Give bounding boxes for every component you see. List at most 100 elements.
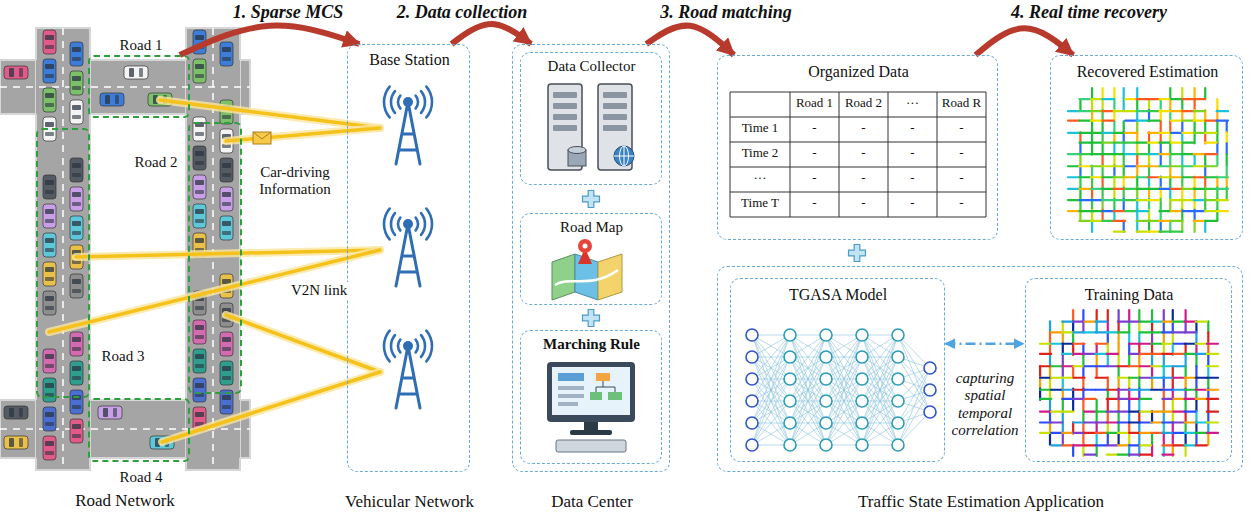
v2n-beam (226, 128, 380, 141)
road-segment (1101, 143, 1103, 154)
network-neuron (856, 329, 868, 341)
signal-arc (384, 87, 390, 118)
car-window (45, 441, 54, 446)
road-segment (1163, 321, 1165, 332)
car-window (45, 74, 54, 78)
network-neuron (820, 395, 832, 407)
base-station-tower (384, 87, 432, 164)
car-body (4, 66, 28, 79)
network-neuron (892, 417, 904, 429)
car-body (220, 187, 233, 211)
road-segment (1226, 121, 1228, 132)
plus-sign (583, 191, 600, 208)
road-segment (1128, 377, 1130, 388)
car-body (193, 204, 206, 228)
road-segment (1148, 221, 1150, 232)
road-segment (1217, 110, 1228, 112)
car-window (195, 74, 204, 78)
road-segment (1140, 453, 1151, 455)
road-segment (1172, 400, 1174, 411)
road-segment (1194, 210, 1205, 212)
server-slot (603, 125, 627, 131)
road-segment (1137, 199, 1148, 201)
dashed-panel: TGASA Model (730, 278, 945, 462)
car-window (195, 209, 204, 214)
road-segment (1207, 332, 1209, 343)
road-segment (1073, 343, 1084, 345)
table-rule (937, 92, 938, 217)
road-segment (1125, 165, 1136, 167)
network-neuron (924, 362, 936, 374)
road-segment (1125, 98, 1136, 100)
road-segment (1073, 421, 1084, 423)
road-segment (1051, 365, 1062, 367)
road-segment (1073, 331, 1084, 333)
map-pin (578, 239, 592, 253)
road-segment (1039, 366, 1041, 377)
road-segment (1195, 434, 1197, 445)
road-segment (1174, 331, 1185, 333)
road-segment (1107, 453, 1118, 455)
road-segment-box: Road 4 (88, 398, 190, 462)
map-pin-hole (583, 244, 588, 249)
road-segment (1102, 98, 1113, 100)
road-segment (1163, 355, 1165, 366)
road-segment (1136, 99, 1138, 110)
road-segment (1128, 355, 1130, 366)
car-window (222, 173, 231, 177)
table-cell: - (790, 121, 839, 136)
network-neuron (746, 329, 758, 341)
road-segment (1096, 353, 1107, 355)
road-segment (1091, 98, 1102, 100)
road-segment (1182, 142, 1193, 144)
car-window (45, 451, 54, 455)
road-segment (1140, 343, 1151, 345)
road-segment (1148, 220, 1159, 222)
dashed-panel: Data CenterData CollectorRoad MapMarchin… (512, 44, 670, 472)
road-segment (1096, 365, 1107, 367)
road-segment (1217, 119, 1228, 121)
plus-sign (583, 310, 600, 327)
car-window (195, 132, 204, 136)
signal-arc (426, 331, 432, 362)
road-segment (1062, 331, 1073, 333)
dashed-panel: Road Map (520, 213, 662, 305)
road-segment (1148, 188, 1159, 190)
road-segment (1226, 154, 1228, 165)
road-segment (1082, 434, 1084, 445)
network-weight (862, 379, 898, 445)
road-segment (1129, 365, 1140, 367)
map-panel (552, 254, 575, 300)
network-neuron (856, 351, 868, 363)
road-segment (1207, 321, 1209, 332)
road-segment (1138, 377, 1140, 388)
car-window (222, 221, 231, 226)
table-rule (790, 92, 791, 217)
globe-lines (614, 146, 634, 166)
road-segment (1051, 343, 1062, 345)
car-window (222, 337, 231, 342)
car-window (222, 231, 231, 235)
road-segment (1194, 153, 1205, 155)
car-window (45, 209, 54, 214)
road-segment (1062, 411, 1073, 413)
car-window (72, 231, 81, 235)
road-segment (1107, 353, 1118, 355)
table-cell: - (888, 146, 937, 161)
road-segment (1107, 434, 1109, 445)
network-neuron (746, 373, 758, 385)
road-segment (1085, 432, 1096, 434)
road-segment (1205, 153, 1216, 155)
road-segment (1185, 398, 1196, 400)
road-segment (1181, 221, 1183, 232)
road-segment (1107, 310, 1109, 321)
road-segment (1073, 432, 1084, 434)
road-segment (1163, 310, 1165, 321)
road-segment (1085, 321, 1096, 323)
car-window (129, 68, 134, 77)
network-neuron (746, 439, 758, 451)
road-segment (1118, 411, 1129, 413)
road-segment (1172, 366, 1174, 377)
car-body (43, 59, 56, 83)
road-segment (1107, 332, 1109, 343)
